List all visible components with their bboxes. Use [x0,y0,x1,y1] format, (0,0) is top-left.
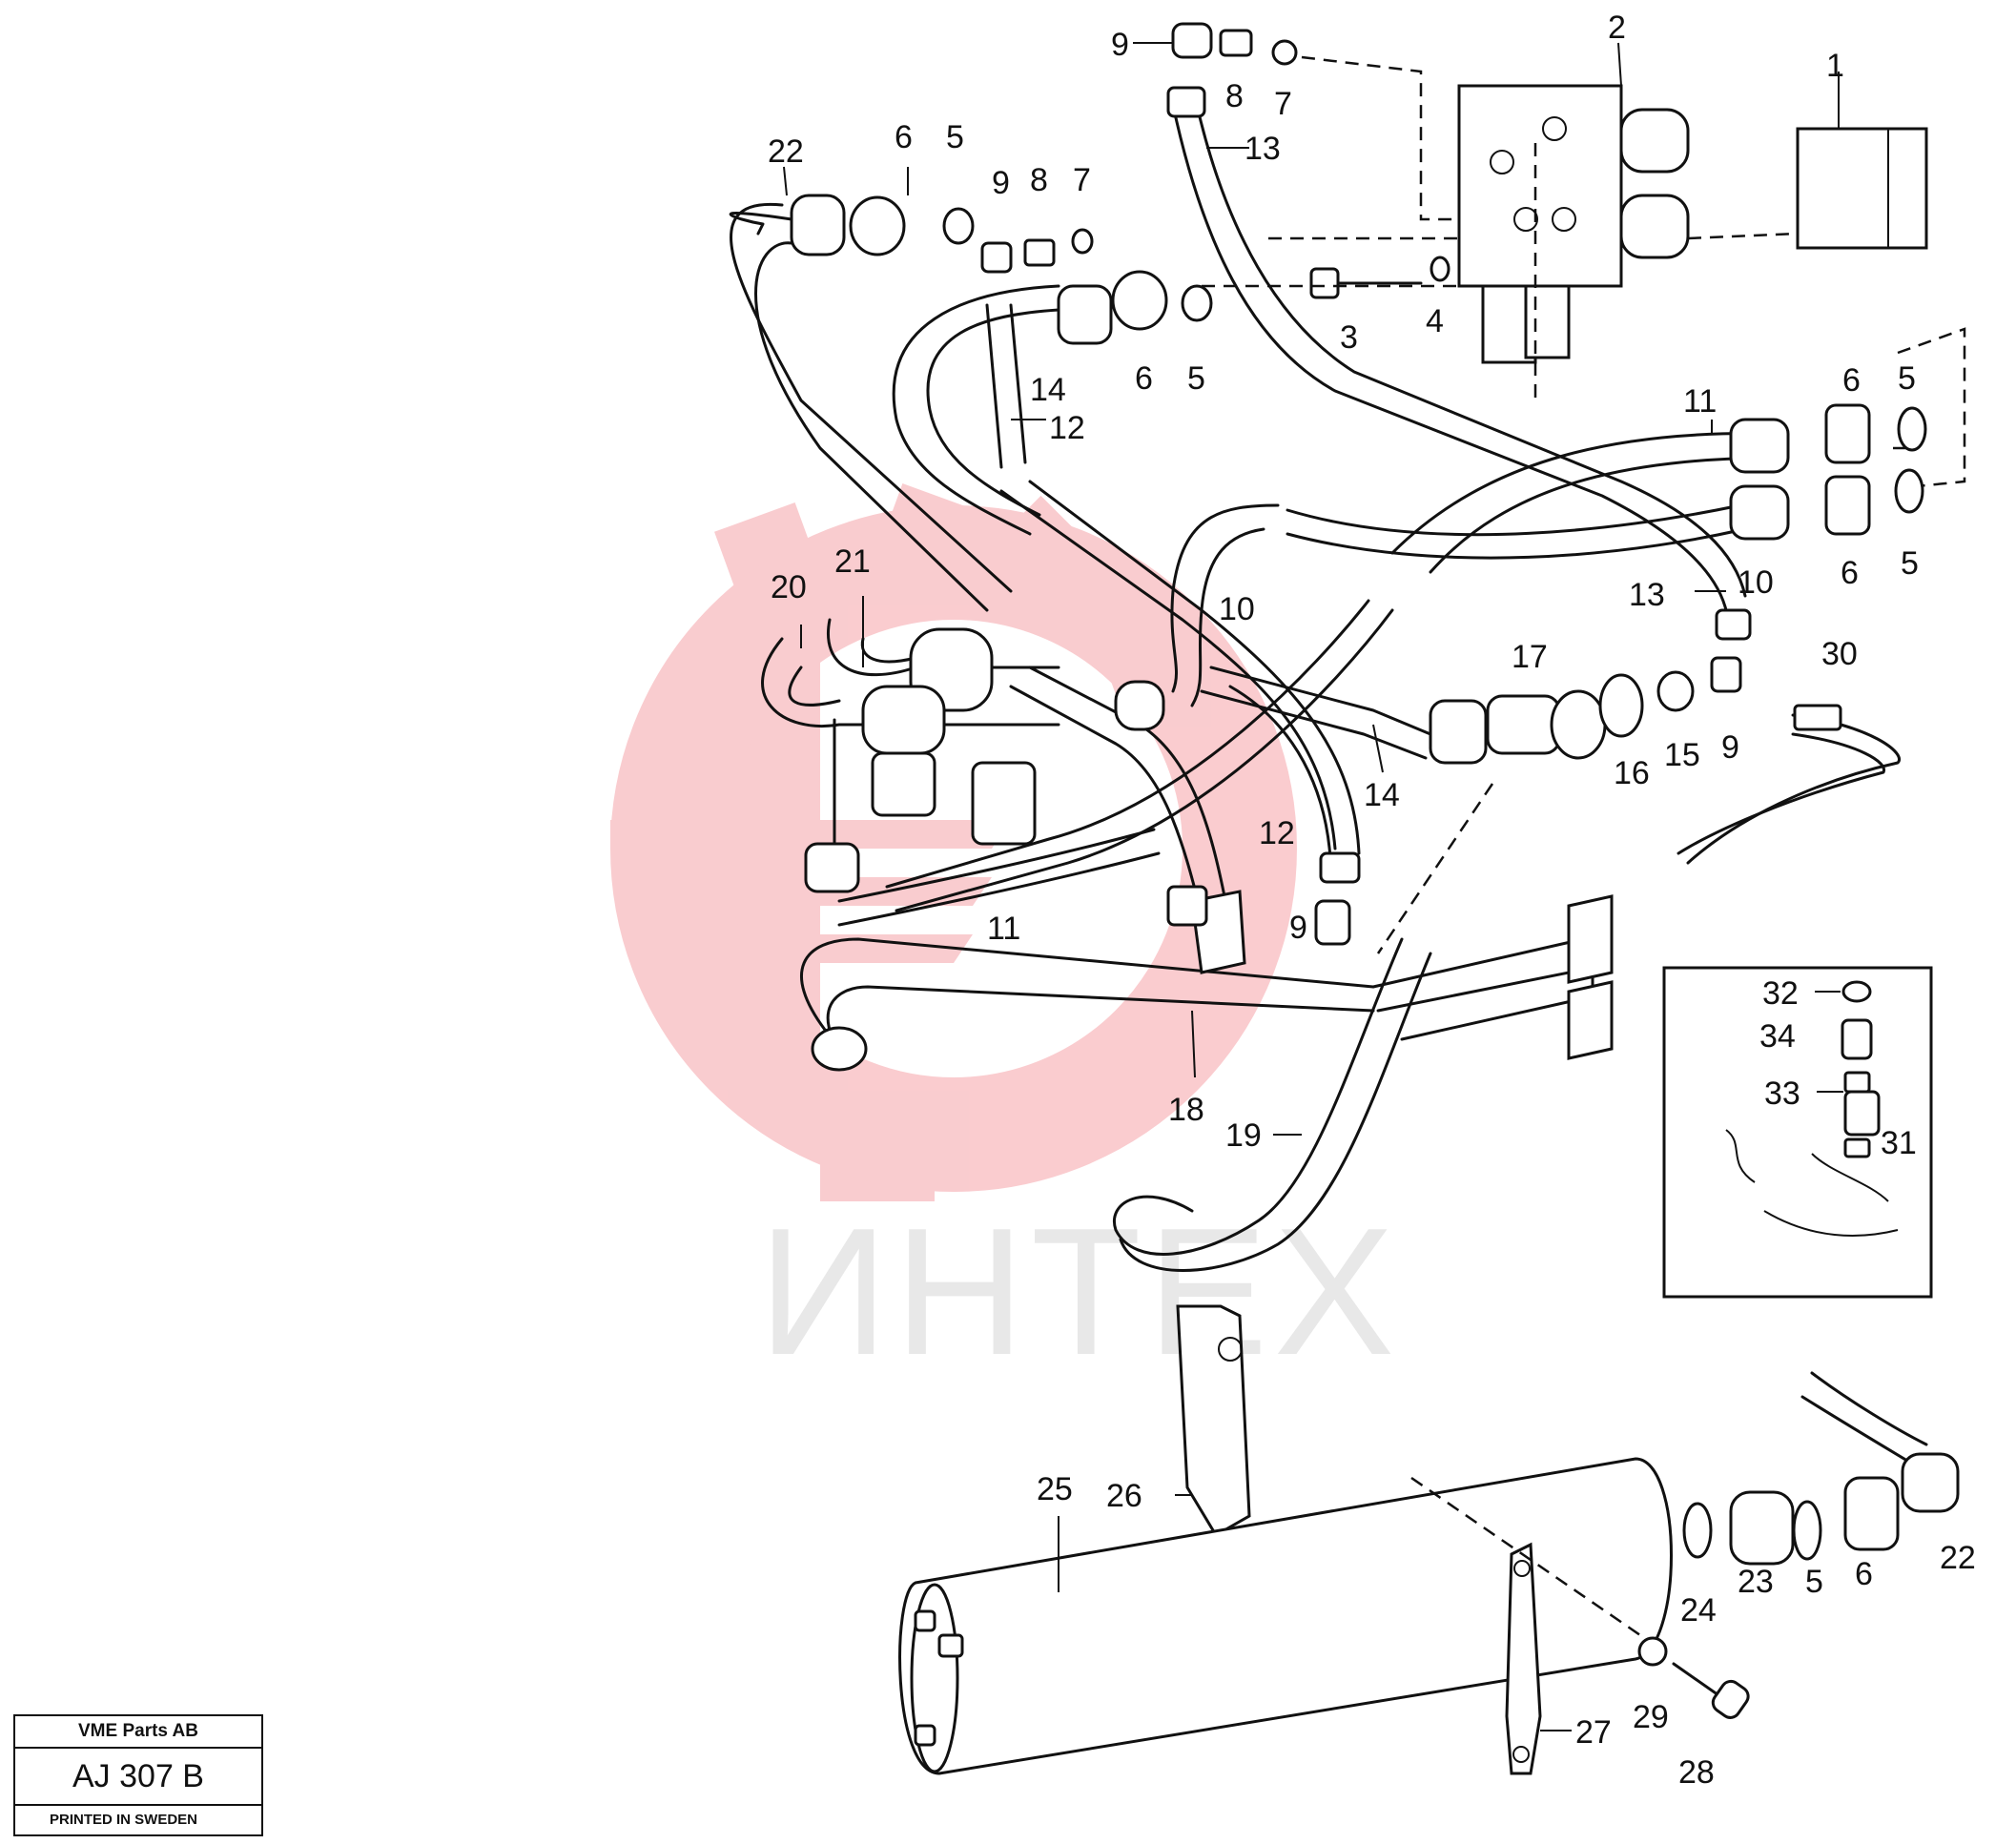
callout-7-a: 7 [1073,162,1091,198]
callout-30: 30 [1821,636,1858,672]
callout-34: 34 [1759,1018,1796,1055]
washer [1430,256,1450,282]
callout-17: 17 [1512,639,1548,675]
drawing-number: AJ 307 B [15,1749,261,1806]
callout-5-c: 5 [1898,360,1916,397]
callout-7-b: 7 [1274,86,1292,122]
callout-1: 1 [1826,48,1844,84]
callout-9-d: 9 [1289,910,1307,946]
callout-6-b: 6 [1135,360,1153,397]
callout-19: 19 [1225,1117,1262,1154]
company-name: VME Parts AB [15,1716,261,1749]
callout-31: 31 [1881,1125,1917,1161]
callout-9-b: 9 [1111,27,1129,63]
assembly-dash-lines [1202,55,1966,954]
callout-22-a: 22 [768,133,804,170]
callout-23: 23 [1738,1564,1774,1600]
callout-labels: 1 2 3 4 5 5 5 5 5 6 6 6 6 6 7 7 8 8 9 9 … [768,10,1976,1791]
fittings [804,22,1927,946]
watermark-text: ИНТЕХ [758,1191,1400,1393]
callout-5-a: 5 [946,119,964,155]
callout-33: 33 [1764,1076,1800,1112]
callout-12-a: 12 [1049,410,1085,446]
callout-8-b: 8 [1225,78,1244,114]
callout-8-a: 8 [1030,162,1048,198]
callout-5-d: 5 [1901,545,1919,582]
callout-10-b: 10 [1738,564,1774,601]
callout-11-b: 11 [987,911,1020,947]
control-valve [1457,84,1690,364]
tank-assembly [898,1304,1900,1775]
callout-5-b: 5 [1187,360,1205,397]
callout-27: 27 [1575,1714,1612,1751]
callout-6-a: 6 [895,119,913,155]
mounting-bracket [1796,127,1928,250]
watermark-gear-logo [610,483,1297,1201]
callout-29: 29 [1633,1699,1669,1735]
bolt [1309,267,1423,299]
callout-11-a: 11 [1683,383,1717,420]
callout-4: 4 [1426,303,1444,339]
callout-18: 18 [1168,1092,1204,1128]
callout-10-a: 10 [1219,591,1255,627]
callout-13-a: 13 [1245,131,1281,167]
callout-26: 26 [1106,1478,1142,1514]
callout-6-c: 6 [1842,362,1861,399]
callout-24: 24 [1680,1592,1717,1629]
callout-15: 15 [1664,737,1700,773]
callout-9-a: 9 [992,165,1010,201]
callout-16: 16 [1614,755,1650,791]
callout-14-b: 14 [1364,777,1400,813]
printed-note: PRINTED IN SWEDEN [50,1812,198,1828]
hose-assemblies [729,86,1960,1513]
callout-13-b: 13 [1629,577,1665,613]
pipe-assemblies [761,618,1614,1272]
callout-21: 21 [834,543,871,580]
callout-12-b: 12 [1259,815,1295,851]
callout-6-d: 6 [1841,555,1859,591]
title-block: VME Parts AB AJ 307 B PRINTED IN SWEDEN [13,1714,263,1836]
callout-14-a: 14 [1030,372,1066,408]
callout-22-b: 22 [1940,1540,1976,1576]
callout-3: 3 [1340,319,1358,356]
leader-lines [783,42,1843,1731]
callout-28: 28 [1678,1754,1715,1791]
callout-6-e: 6 [1855,1556,1873,1592]
callout-32: 32 [1762,975,1799,1012]
callout-25: 25 [1037,1471,1073,1507]
inset-detail-box [1662,966,1933,1299]
callout-20: 20 [771,569,807,605]
callout-5-e: 5 [1805,1564,1823,1600]
callout-9-c: 9 [1721,729,1739,766]
callout-2: 2 [1608,10,1626,46]
